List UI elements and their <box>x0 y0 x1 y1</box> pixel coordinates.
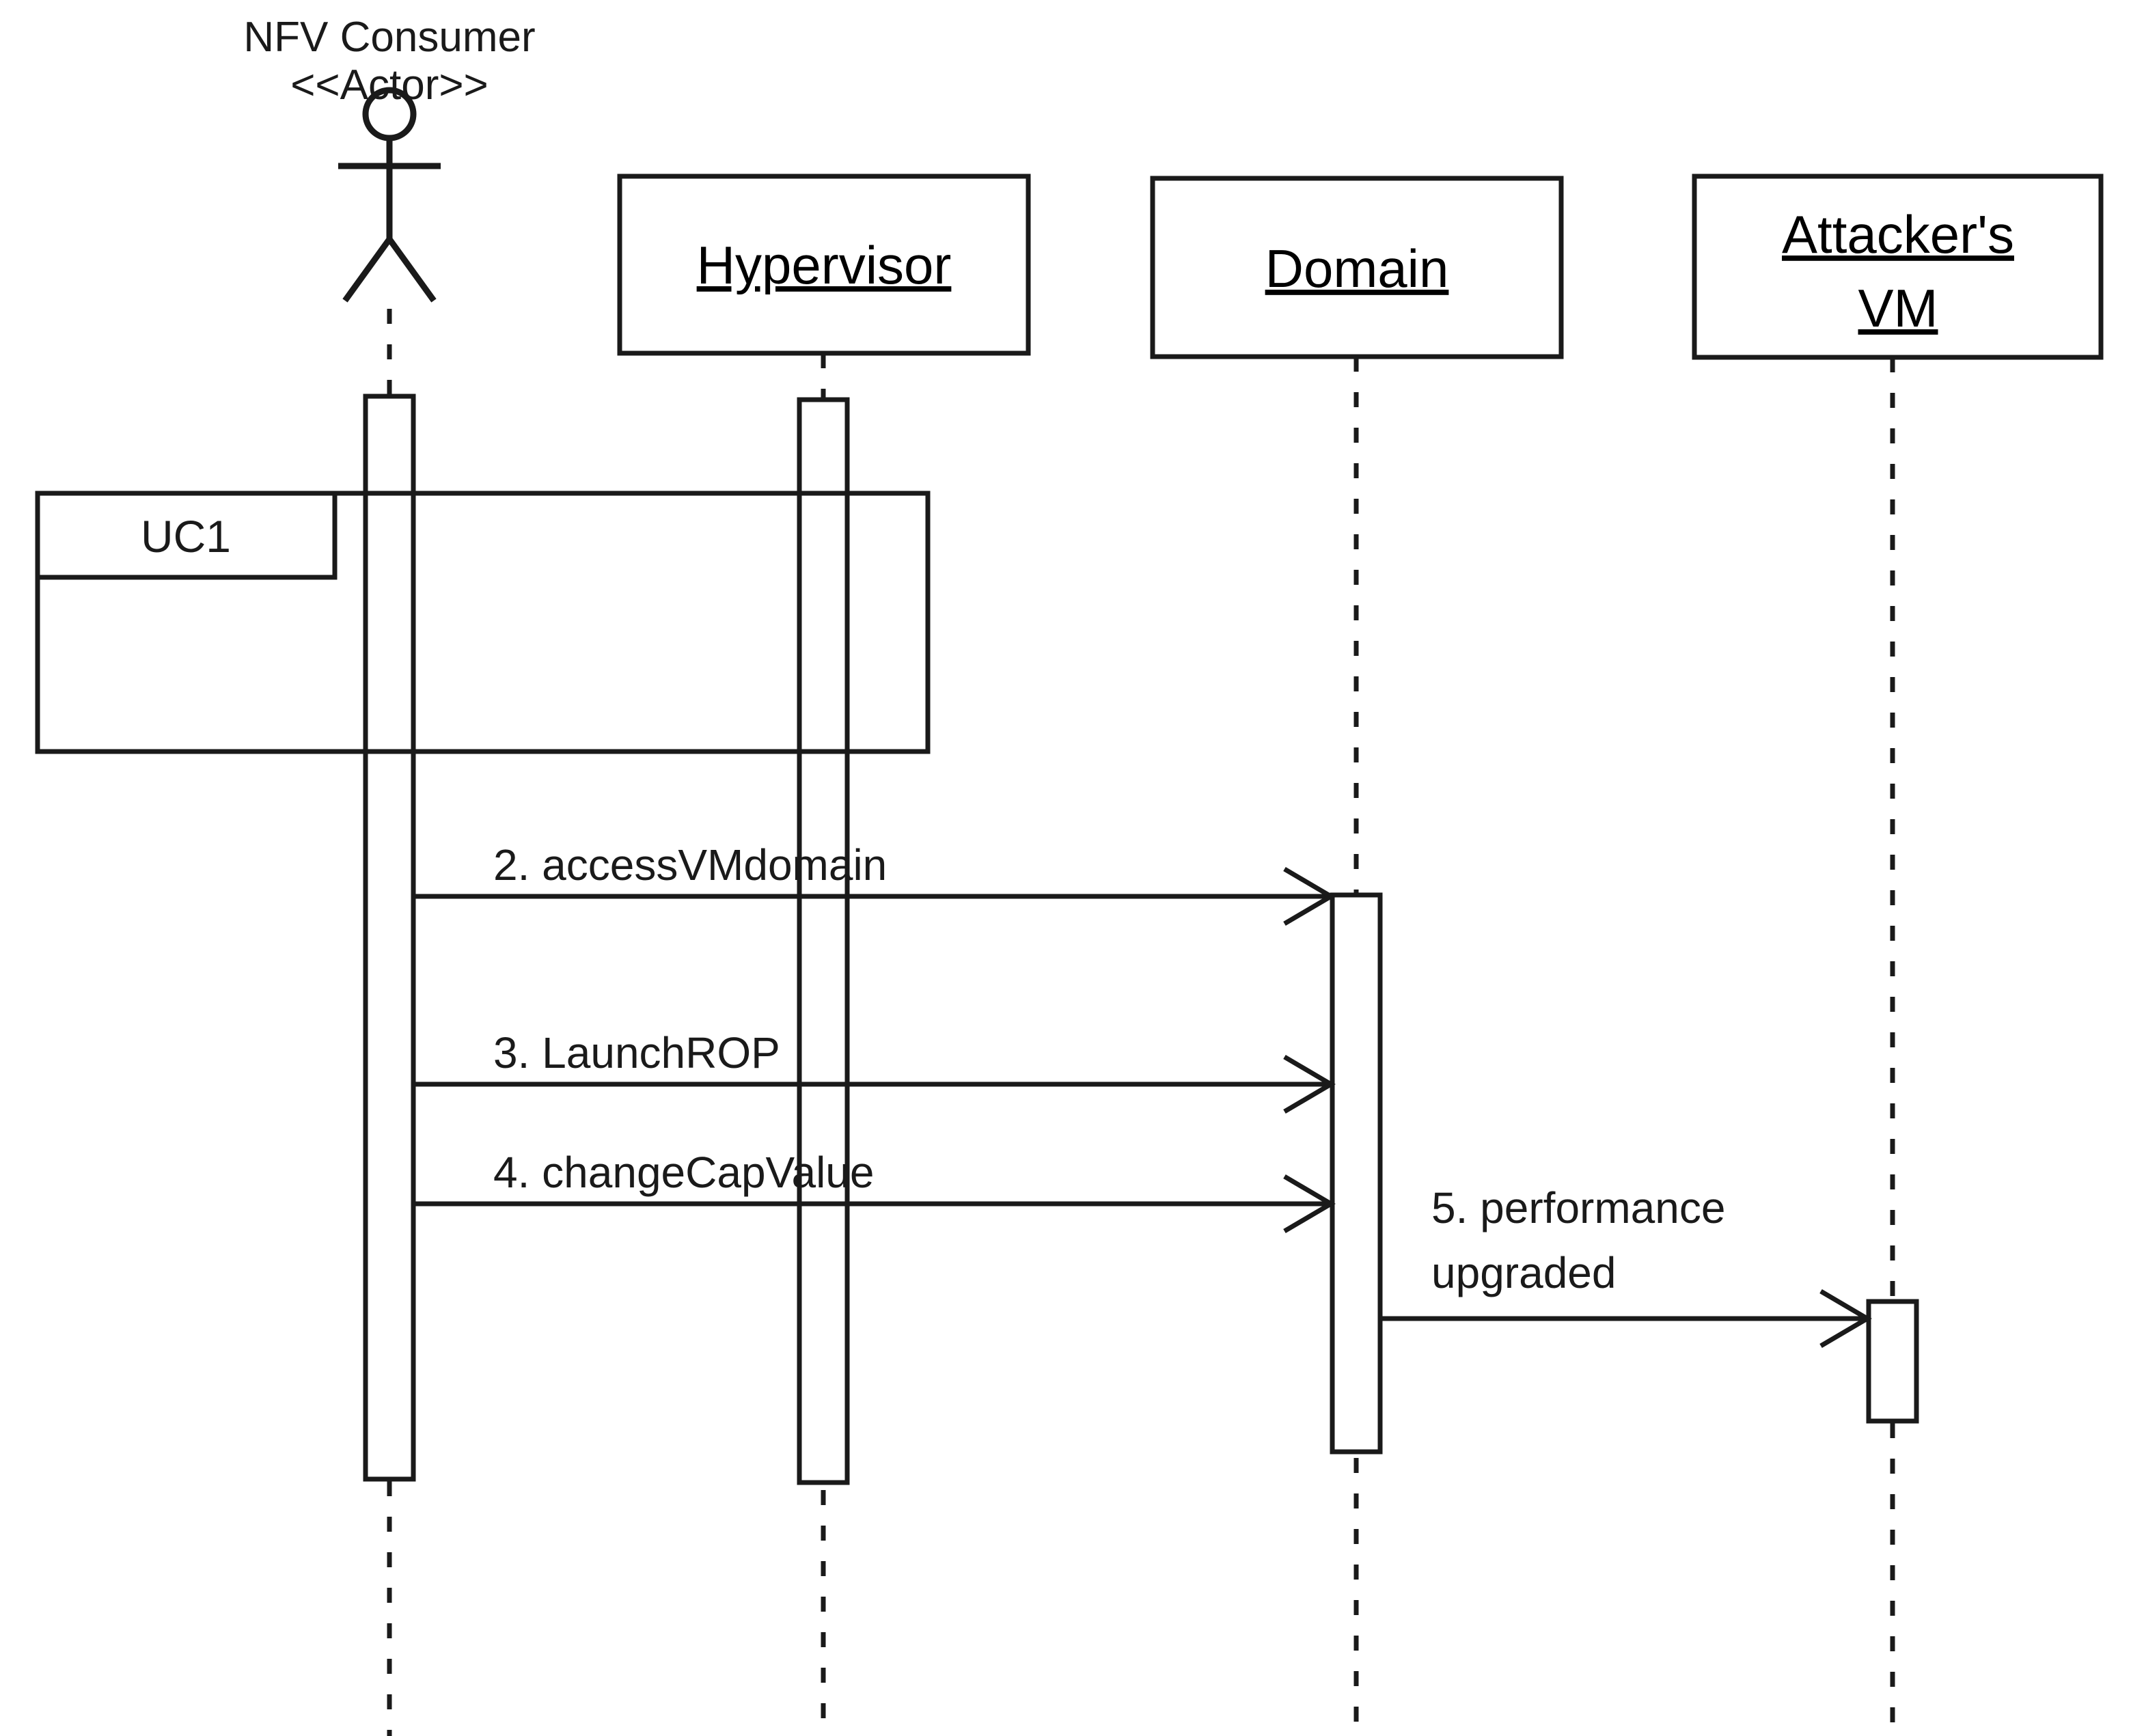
message-3-arrowhead-icon <box>1283 1054 1336 1114</box>
actor-stick-figure-icon <box>338 87 441 303</box>
message-3-launchrop[interactable]: 3. LaunchROP <box>413 1028 1336 1114</box>
message-5-performance-upgraded[interactable]: 5. performance upgraded <box>1380 1183 1872 1349</box>
actor-stereotype-label: <<Actor>> <box>290 61 489 109</box>
message-2-accessvmdomain[interactable]: 2. accessVMdomain <box>413 840 1336 926</box>
message-4-changecapvalue[interactable]: 4. changeCapValue <box>413 1148 1336 1234</box>
message-3-label: 3. LaunchROP <box>493 1028 780 1077</box>
participant-label-hypervisor: Hypervisor <box>697 235 952 295</box>
message-5-arrowhead-icon <box>1819 1289 1872 1349</box>
participant-box-attackers-vm[interactable] <box>1692 174 2104 360</box>
participant-box-hypervisor[interactable] <box>617 174 1031 356</box>
participant-label-attackers-vm-line2: VM <box>1858 278 1938 338</box>
activation-bar-hypervisor[interactable] <box>797 397 850 1485</box>
participant-label-attackers-vm-line1: Attacker's <box>1782 204 2014 264</box>
fragment-label-text: UC1 <box>141 511 231 562</box>
participant-nfv-consumer[interactable]: NFV Consumer <<Actor>> <box>243 14 536 1736</box>
message-2-arrowhead-icon <box>1283 866 1336 926</box>
fragment-border[interactable] <box>35 491 931 754</box>
participant-label-domain: Domain <box>1265 238 1449 299</box>
participant-domain[interactable]: Domain <box>1150 176 1564 1736</box>
participant-attackers-vm[interactable]: Attacker's VM <box>1692 174 2104 1736</box>
activation-bar-domain[interactable] <box>1330 892 1383 1455</box>
fragment-label-tab[interactable] <box>35 491 338 580</box>
activation-bar-attackers-vm[interactable] <box>1866 1299 1919 1424</box>
combined-fragment-uc1[interactable]: UC1 <box>35 491 931 754</box>
message-4-arrowhead-icon <box>1283 1174 1336 1234</box>
participant-box-domain[interactable] <box>1150 176 1564 359</box>
message-2-label: 2. accessVMdomain <box>493 840 887 890</box>
activation-bar-nfv-consumer[interactable] <box>363 394 416 1482</box>
actor-name-label: NFV Consumer <box>243 14 535 61</box>
message-4-label: 4. changeCapValue <box>493 1148 874 1197</box>
message-5-label-line2: upgraded <box>1431 1248 1616 1297</box>
participant-hypervisor[interactable]: Hypervisor <box>617 174 1031 1736</box>
message-5-label-line1: 5. performance <box>1431 1183 1725 1232</box>
